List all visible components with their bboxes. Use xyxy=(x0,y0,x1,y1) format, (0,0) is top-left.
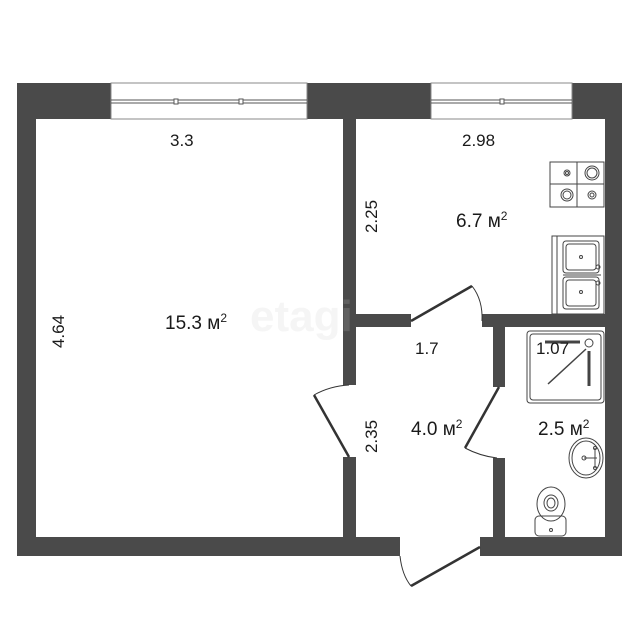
wall-bath-lower xyxy=(493,458,505,537)
door-entrance[interactable] xyxy=(399,545,481,588)
washbasin-icon xyxy=(568,437,604,479)
wall-kitchen-hall-right xyxy=(482,314,605,327)
wall-bottom-left xyxy=(17,537,400,556)
wall-bath-upper xyxy=(493,314,505,387)
wall-left xyxy=(17,83,36,556)
shower-icon xyxy=(526,330,605,404)
dim-hall-length: 2.35 xyxy=(362,419,382,454)
doors xyxy=(312,284,501,588)
walls xyxy=(17,83,622,556)
toilet-icon xyxy=(534,486,567,537)
wall-top-middle xyxy=(307,83,431,119)
door-room[interactable] xyxy=(312,384,351,458)
wall-kitchen-hall-left xyxy=(343,314,411,327)
area-kitchen: 6.7 м2 xyxy=(456,209,508,232)
wall-room-hall-lower xyxy=(343,457,356,537)
watermark: etagi xyxy=(250,292,353,341)
dim-kitchen-length: 2.25 xyxy=(362,199,382,234)
area-hallway: 4.0 м2 xyxy=(411,417,463,440)
door-bathroom[interactable] xyxy=(463,386,501,459)
area-room: 15.3 м2 xyxy=(165,311,228,334)
wall-right xyxy=(605,83,622,556)
double-sink-icon xyxy=(551,235,605,315)
dim-hall-width: 1.7 xyxy=(415,339,439,358)
door-kitchen[interactable] xyxy=(410,284,483,323)
wall-bottom-right xyxy=(480,537,622,556)
dim-room-length: 4.64 xyxy=(49,314,69,349)
window-room xyxy=(110,82,308,120)
dim-bath-width: 1.07 xyxy=(536,339,570,358)
dim-room-width: 3.3 xyxy=(170,131,194,150)
stove-icon xyxy=(549,161,605,208)
window-kitchen xyxy=(430,82,573,120)
dim-kitchen-width: 2.98 xyxy=(462,131,496,150)
wall-room-kitchen xyxy=(343,119,356,385)
area-bathroom: 2.5 м2 xyxy=(538,417,590,440)
